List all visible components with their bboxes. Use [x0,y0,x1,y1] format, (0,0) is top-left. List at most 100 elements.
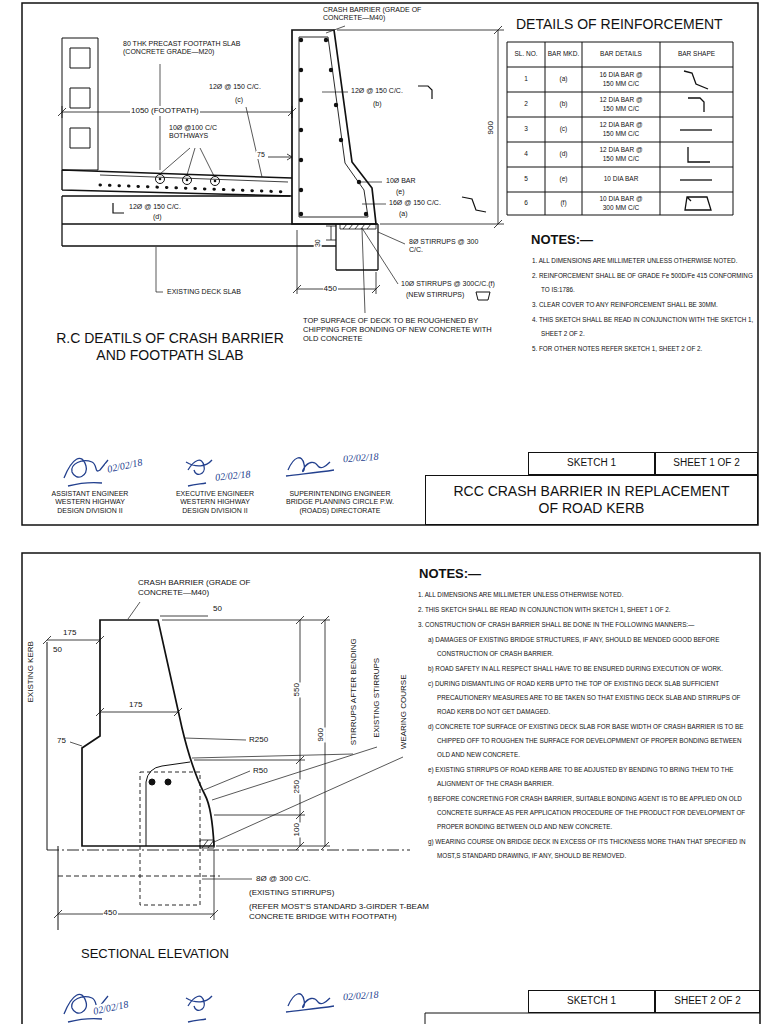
signature [64,458,108,486]
radius-label: R250 [248,735,269,745]
reference-note: (REFER MOST'S STANDARD 3-GIRDER T-BEAM C… [248,902,440,921]
rebar-dot [334,103,338,107]
dimension-line [58,106,296,118]
reinforcement-table-grid [507,42,733,215]
box-text: SHEET 2 OF 2 [674,995,741,1008]
note-text: e) EXISTING STIRRUPS OF ROAD KERB ARE TO… [428,763,754,791]
part-label: EXISTING KERB [25,640,35,703]
material-note: CRASH BARRIER (GRADE OF CONCRETE—M40) [322,6,439,23]
signatures [64,994,334,1022]
table-cell: 5 [508,168,544,191]
bar-shape-symbol [462,197,486,212]
rebar-dot [339,138,343,142]
sketch-number-box: SKETCH 1 [528,452,655,475]
signature-date: 02/02/18 [342,989,380,1004]
signature-date: 02/02/18 [105,456,144,476]
dimension-label: 550 [291,682,301,697]
dimension-label: 250 [291,779,301,794]
table-cell: 4 [508,143,544,166]
sheet-frame [22,3,758,525]
rebar-dot [165,779,171,785]
deck-line [58,876,220,877]
sketch-number-box: SKETCH 1 [528,990,655,1013]
leader-line [128,602,403,879]
radius-label: R50 [252,766,269,776]
table-cell: 10 DIA BAR [583,168,659,191]
sheet-one [22,3,758,525]
rebar-circle [183,176,192,185]
dimension-label: 175 [128,700,143,710]
bar-mark: (d) [152,213,163,221]
bar-callout: 12Ø @ 150 C/C. [350,87,404,95]
dimension-label: 450 [323,284,338,294]
table-cell: (d) [546,143,581,166]
notes-heading: NOTES:— [530,232,594,248]
signature [286,458,334,476]
table-cell: (a) [546,68,581,91]
notes-heading: NOTES:— [418,566,482,582]
table-title: DETAILS OF REINFORCEMENT [515,16,724,33]
note-text: d) CONCRETE TOP SURFACE OF EXISTING DECK… [428,720,754,762]
table-cell: (c) [546,118,581,141]
bar-callout: 10Ø @100 C/C BOTHWAYS [168,124,240,141]
dimension-line [337,26,504,228]
dimension-label: 100 [291,822,301,837]
table-cell: 12 DIA BAR @ 150 MM C/C [583,143,659,166]
dimension-label: 75 [256,151,266,159]
bar-callout: (NEW STIRRUPS) [405,291,465,299]
part-label: EXISTING STIRRUPS [372,657,382,739]
existing-kerb-line [47,642,48,850]
rebar-dot [324,38,328,42]
bar-callout: 10Ø BAR [385,177,417,185]
box-text: SHEET 1 OF 2 [673,457,740,470]
table-cell: 3 [508,118,544,141]
box-text: RCC CRASH BARRIER IN REPLACEMENT OF ROAD… [449,483,734,518]
bar-shape-symbol [684,71,708,89]
dimension-line [326,226,336,240]
dimension-label: 450 [103,908,118,918]
leader-line [70,742,82,746]
rebar-dot [329,68,333,72]
table-cell: 16 DIA BAR @ 150 MM C/C [583,68,659,91]
rebar-dot [299,128,303,132]
rebar-dot [299,158,303,162]
signature [186,460,212,486]
note-text: 2. THIS SKETCH SHALL BE READ IN CONJUNCT… [418,603,754,617]
bar-mark: (a) [398,210,409,218]
table-header: BAR SHAPE [661,43,732,66]
bar-callout: 12Ø @ 150 C/C. [208,83,262,91]
signatory-name: ASSISTANT ENGINEER WESTERN HIGHWAY DESIG… [42,490,139,515]
sheet-two [22,553,760,1024]
note-text: c) DURING DISMANTLING OF ROAD KERB UPTO … [428,677,754,719]
dimension-label: 30 [314,238,322,248]
bar-shape-symbol [688,98,704,112]
dimension-line [293,230,380,294]
note-text: 4. THIS SKETCH SHALL BE READ IN CONJUNCT… [532,313,754,341]
rebar-dot [364,212,368,216]
dimension-line [268,154,292,160]
deck-edge [58,846,59,930]
view-title: SECTIONAL ELEVATION [80,946,230,962]
dimension-label: 900 [485,120,495,135]
rebar-dot [214,180,217,183]
table-cell: 12 DIA BAR @ 150 MM C/C [583,93,659,116]
rebar-dot [159,178,162,181]
sheet-number-box: SHEET 1 OF 2 [655,452,758,475]
signature-date: 02/02/18 [91,998,130,1018]
sheet-frame [22,553,760,1024]
crash-barrier-outline [292,30,376,224]
part-label: STIRRUPS AFTER BENDING [348,637,358,746]
rebar-dot [299,38,303,42]
existing-stirrup [140,772,200,905]
table-cell: 6 [508,193,544,214]
table-header: BAR MKD. [546,43,581,66]
note-text: 2. REINFORCEMENT SHALL BE OF GRADE Fe 50… [532,269,754,297]
note-text: 3. CLEAR COVER TO ANY REINFORCEMENT SHAL… [532,298,754,312]
rebar-circle [211,177,220,186]
dimension-label: 1050 (FOOTPATH) [130,106,200,116]
note-text: b) ROAD SAFETY IN ALL RESPECT SHALL HAVE… [428,662,754,676]
deck-centre-line [47,850,410,851]
table-cell: (f) [546,193,581,214]
table-cell: 1 [508,68,544,91]
